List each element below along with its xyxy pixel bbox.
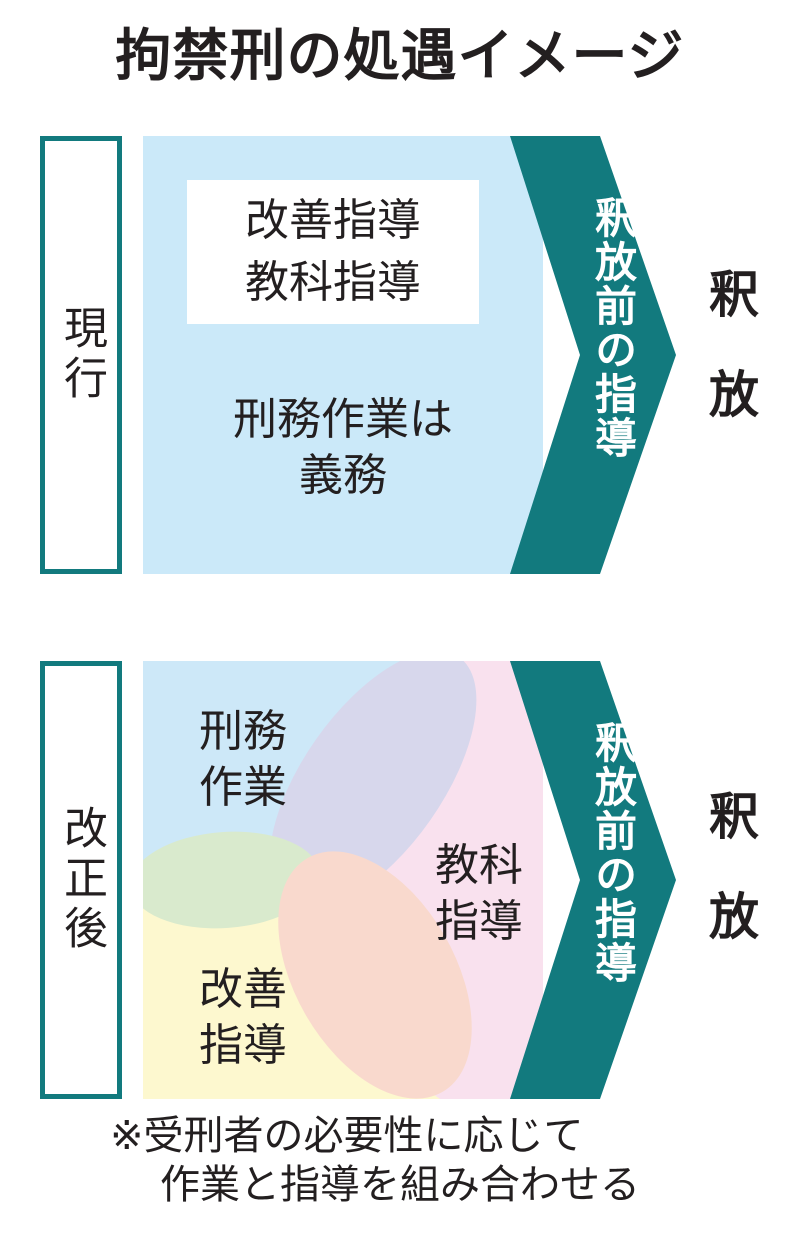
overlap-work-improvement: [143, 831, 320, 929]
revised-work-line2: 作業: [199, 762, 287, 813]
revised-release-wrap: 釈放: [700, 790, 760, 990]
revised-arrow-label-wrap: 釈放前の指導: [588, 721, 638, 1051]
current-academic-guidance: 教科指導: [245, 257, 421, 308]
current-improvement-guidance: 改善指導: [245, 195, 421, 246]
revised-edu-line2: 指導: [435, 896, 523, 947]
revised-label-box: 改正後: [40, 661, 122, 1099]
note-line1: ※受刑者の必要性に応じて: [110, 1113, 584, 1159]
current-label: 現行: [56, 305, 107, 405]
revised-arrow: [510, 661, 676, 1099]
current-release-wrap: 釈放: [700, 268, 760, 468]
current-arrow-label-wrap: 釈放前の指導: [588, 196, 638, 526]
revised-improve-line1: 改善: [199, 964, 287, 1015]
current-prison-work: 刑務作業は 義務: [143, 392, 543, 504]
current-label-box: 現行: [40, 136, 122, 574]
current-work-line2: 義務: [299, 450, 387, 501]
current-guidance-box: 改善指導 教科指導: [187, 180, 479, 324]
current-arrow-label: 釈放前の指導: [588, 196, 638, 460]
current-work-line1: 刑務作業は: [233, 394, 453, 445]
revised-arrow-label: 釈放前の指導: [588, 721, 638, 985]
revised-work-line1: 刑務: [199, 706, 287, 757]
revised-edu-line1: 教科: [435, 840, 523, 891]
revised-release: 釈放: [701, 790, 760, 990]
revised-label: 改正後: [56, 805, 107, 955]
overlap-work-academic: [269, 661, 477, 910]
revised-improvement-guidance: 改善 指導: [188, 962, 298, 1074]
current-arrow: [510, 136, 676, 574]
page-title: 拘禁刑の処遇イメージ: [115, 24, 685, 89]
overlap-improvement-academic: [278, 851, 472, 1099]
current-release: 釈放: [701, 268, 760, 468]
revised-improve-line2: 指導: [199, 1020, 287, 1071]
revised-prison-work: 刑務 作業: [188, 704, 298, 816]
note-line2: 作業と指導を組み合わせる: [160, 1162, 640, 1208]
revised-academic-guidance: 教科 指導: [424, 838, 534, 950]
